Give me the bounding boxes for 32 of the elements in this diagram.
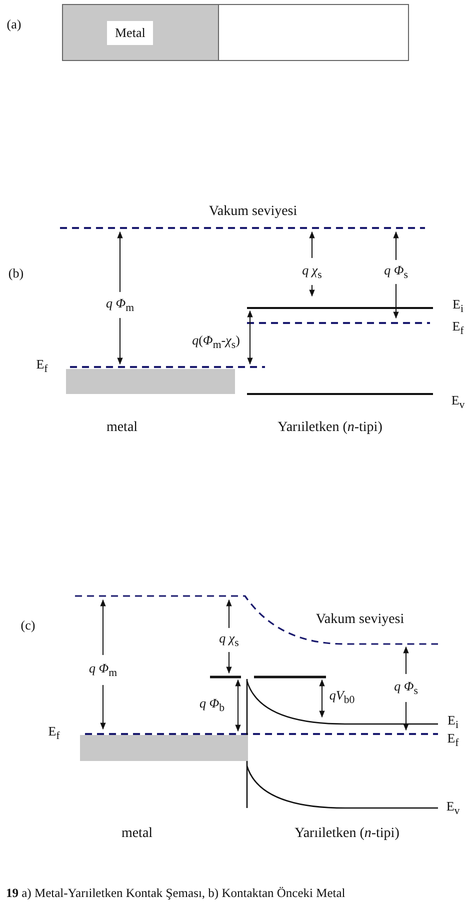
energy-label: E$_{f}$ — [447, 731, 459, 749]
panel-label: (a) — [6, 18, 22, 30]
energy-label: q Φ$_{m}$ — [88, 661, 118, 679]
energy-label: qV$_{b0}$ — [329, 688, 355, 706]
material-block — [218, 4, 409, 61]
level-label: Vakum seviyesi — [208, 205, 298, 219]
region-label: metal — [106, 421, 138, 435]
panel-label: (b) — [8, 266, 24, 280]
energy-label: q Φ$_{m}$ — [106, 296, 134, 314]
region-label: Yarıiletken (n-tipi) — [278, 421, 382, 435]
energy-label: q(Φ$_{m}$-χ$_{s}$) — [192, 333, 240, 351]
level-label: Vakum seviyesi — [316, 613, 404, 627]
energy-label: E$_{f}$ — [452, 319, 464, 337]
energy-label: q Φ$_{s}$ — [384, 263, 408, 281]
energy-label: E$_{i}$ — [448, 713, 458, 731]
panel-label: (c) — [20, 618, 36, 632]
material-block — [62, 4, 219, 61]
energy-label: E$_{v}$ — [451, 393, 465, 411]
region-label: metal — [121, 827, 153, 841]
energy-label: q Φ$_{b}$ — [199, 696, 225, 714]
energy-label: q Φ$_{s}$ — [394, 679, 418, 697]
metal-band-fill — [80, 735, 248, 761]
energy-label: q χ$_{s}$ — [302, 263, 322, 281]
region-label: Yarıiletken (n-tipi) — [294, 827, 400, 841]
energy-label: E$_{i}$ — [452, 297, 464, 315]
energy-label: E$_{v}$ — [446, 799, 460, 817]
energy-label: E$_{f}$ — [36, 357, 48, 375]
energy-label: q χ$_{s}$ — [219, 631, 239, 649]
figure-caption: 19 a) Metal-Yarıiletken Kontak Şeması, b) Kontaktan Önceki Metal — [6, 886, 346, 901]
block-label: Metal — [107, 21, 154, 45]
metal-band-fill — [66, 369, 235, 394]
energy-label: E$_{f}$ — [48, 724, 60, 742]
